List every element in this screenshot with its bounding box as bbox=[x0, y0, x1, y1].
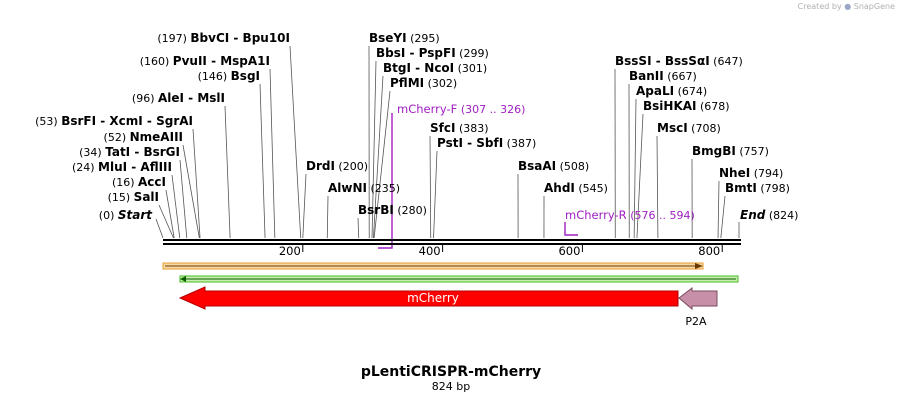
enzyme-label-acci: (16) AccI bbox=[112, 175, 166, 189]
credit-prefix: Created by bbox=[797, 2, 842, 11]
enzyme-label-alwni: AlwNI (235) bbox=[328, 181, 400, 195]
cut-line-psti bbox=[433, 150, 438, 239]
cut-line-bsrfi bbox=[192, 128, 201, 239]
start-cut-line bbox=[155, 218, 164, 239]
enzyme-label-mlui: (24) MluI - AflIII bbox=[72, 160, 172, 174]
cut-line-bbsi bbox=[371, 60, 377, 239]
enzyme-label-bsssi: BssSI - BssSαI (647) bbox=[615, 54, 743, 68]
enzyme-label-bsgi: (146) BsgI bbox=[198, 69, 260, 83]
cut-line-bsihkai bbox=[636, 113, 644, 239]
enzyme-label-bmti: BmtI (798) bbox=[725, 181, 790, 195]
enzyme-label-sali: (15) SalI bbox=[108, 190, 159, 204]
end-label: End (824) bbox=[740, 208, 798, 222]
enzyme-labels: (197) BbvCI - Bpu10I (160) PvuII - MspA1I… bbox=[35, 31, 798, 222]
enzyme-label-bsrfi: (53) BsrFI - XcmI - SgrAI bbox=[35, 114, 193, 128]
cut-line-bmti bbox=[720, 195, 726, 239]
enzyme-label-pflmi: PflMI (302) bbox=[390, 76, 457, 90]
map-size: 824 bp bbox=[432, 380, 470, 393]
cut-line-sfci bbox=[429, 135, 432, 239]
enzyme-label-banii: BanII (667) bbox=[629, 69, 697, 83]
cut-line-bsgi bbox=[259, 83, 266, 239]
ruler-label: 200 bbox=[279, 244, 301, 258]
ruler-label: 800 bbox=[698, 244, 720, 258]
primer-f-marker bbox=[378, 113, 393, 249]
enzyme-label-apali: ApaLI (674) bbox=[636, 84, 707, 98]
cut-line-alwni bbox=[326, 195, 329, 239]
orange-range-arrowhead bbox=[695, 263, 703, 269]
enzyme-label-ahdi: AhdI (545) bbox=[544, 181, 608, 195]
snapgene-logo-icon: ● bbox=[844, 2, 852, 11]
ruler-label: 400 bbox=[419, 244, 441, 258]
cut-line-bbvci bbox=[289, 45, 302, 239]
enzyme-label-msci: MscI (708) bbox=[657, 121, 721, 135]
ruler-label: 600 bbox=[558, 244, 580, 258]
enzyme-label-bsaai: BsaAI (508) bbox=[518, 159, 589, 173]
enzyme-label-psti: PstI - SbfI (387) bbox=[437, 136, 536, 150]
primer-label-mcherry-r: mCherry-R (576 .. 594) bbox=[565, 208, 695, 222]
enzyme-label-bsrbi: BsrBI (280) bbox=[358, 203, 427, 217]
enzyme-label-sfci: SfcI (383) bbox=[430, 121, 489, 135]
enzyme-label-bbsi: BbsI - PspFI (299) bbox=[376, 46, 489, 60]
cut-line-pflmi bbox=[373, 90, 391, 239]
cut-line-mlui bbox=[171, 174, 181, 239]
cut-line-acci bbox=[165, 189, 175, 239]
p2a-feature-label: P2A bbox=[685, 315, 707, 328]
cut-line-sali bbox=[158, 204, 174, 239]
enzyme-label-bsihkai: BsiHKAI (678) bbox=[643, 99, 730, 113]
p2a-feature-arrow bbox=[678, 286, 718, 311]
mcherry-feature-label: mCherry bbox=[407, 291, 459, 305]
enzyme-label-alei: (96) AleI - MslI bbox=[132, 91, 225, 105]
sequence-line: 200 400 600 800 bbox=[163, 239, 741, 258]
enzyme-label-nhei: NheI (794) bbox=[719, 166, 783, 180]
enzyme-label-tati: (34) TatI - BsrGI bbox=[79, 145, 180, 159]
enzyme-cut-lines bbox=[155, 45, 740, 249]
cut-line-nhei bbox=[717, 180, 720, 239]
cut-line-apali bbox=[633, 98, 637, 239]
cut-line-alei bbox=[224, 105, 231, 239]
enzyme-label-bmgbi: BmgBI (757) bbox=[692, 144, 769, 158]
map-title: pLentiCRISPR-mCherry bbox=[361, 364, 541, 380]
cut-line-pvuii bbox=[269, 68, 276, 239]
enzyme-label-bbvci: (197) BbvCI - Bpu10I bbox=[157, 31, 290, 45]
enzyme-label-pvuii: (160) PvuII - MspA1I bbox=[140, 54, 270, 68]
cut-line-nmeaiii bbox=[182, 144, 200, 239]
cut-line-bsrbi bbox=[357, 217, 360, 239]
snapgene-credit: Created by ● SnapGene bbox=[798, 2, 895, 11]
cut-line-msci bbox=[656, 135, 659, 239]
enzyme-label-nmeaiii: (52) NmeAIII bbox=[104, 130, 183, 144]
mcherry-feature-arrow bbox=[178, 286, 679, 310]
primer-label-mcherry-f: mCherry-F (307 .. 326) bbox=[397, 102, 525, 116]
enzyme-label-btgi: BtgI - NcoI (301) bbox=[383, 61, 487, 75]
primer-r-marker bbox=[564, 222, 578, 236]
enzyme-label-bseyi: BseYI (295) bbox=[369, 31, 440, 45]
green-range-arrowhead bbox=[180, 276, 186, 282]
cut-line-btgi bbox=[373, 75, 384, 239]
credit-brand: SnapGene bbox=[853, 2, 895, 11]
cut-line-tati bbox=[179, 159, 188, 239]
start-label: (0) Start bbox=[99, 208, 153, 222]
cut-line-drdi bbox=[302, 173, 307, 239]
enzyme-label-drdi: DrdI (200) bbox=[306, 159, 368, 173]
